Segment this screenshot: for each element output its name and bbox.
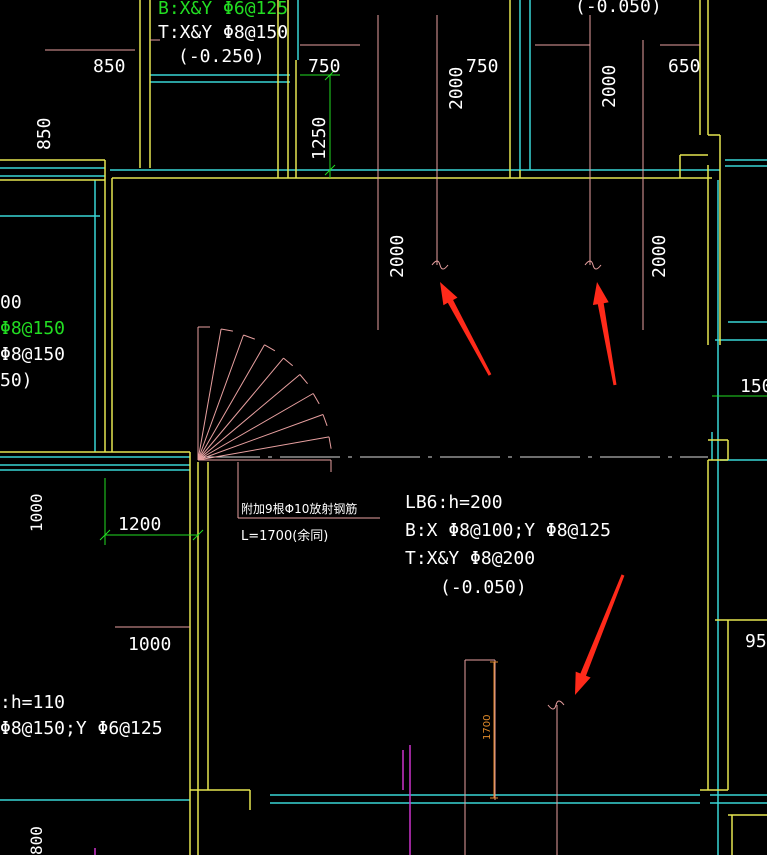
radial-bar: [197, 393, 314, 461]
dim-95: 95: [745, 631, 767, 652]
radial-rebar-fan: [197, 326, 332, 472]
radial-bar-hook: [299, 374, 308, 385]
dim-2000-d: 2000: [649, 235, 670, 278]
radial-bar: [197, 344, 265, 461]
dim-2000-a: 2000: [446, 67, 467, 110]
bottom-left-slab-line2: Φ8@150;Y Φ6@125: [0, 718, 163, 739]
radial-bar: [197, 436, 330, 461]
red-arrow: [592, 282, 617, 386]
radial-bar-hook: [322, 414, 328, 426]
dim-150: 150: [740, 376, 767, 397]
rebar-lines: [45, 15, 700, 855]
radial-bar-hook: [264, 344, 276, 352]
top-left-slab-line3: (-0.250): [178, 46, 265, 67]
dim-750-a: 750: [308, 56, 341, 77]
radial-bar-hook: [283, 357, 294, 367]
radial-bar: [197, 374, 301, 461]
radial-bar: [197, 334, 244, 461]
dim-750-b: 750: [466, 56, 499, 77]
dim-1000-vert: 1000: [27, 493, 46, 532]
dim-1250: 1250: [309, 117, 330, 160]
radial-note-line2: L=1700(余同): [241, 528, 328, 544]
dim-850-top: 850: [93, 56, 126, 77]
left-slab-line3: Φ8@150: [0, 344, 65, 365]
red-arrow: [575, 574, 625, 695]
left-slab-line2: Φ8@150: [0, 318, 65, 339]
main-slab-line1: LB6:h=200: [405, 492, 503, 513]
radial-bar-hook: [221, 328, 233, 332]
radial-bar-hook: [312, 393, 320, 405]
dim-1200: 1200: [118, 514, 161, 535]
radial-bar: [197, 357, 284, 461]
top-left-slab-line2: T:X&Y Φ8@150: [158, 22, 288, 43]
radial-note-line1: 附加9根Φ10放射钢筋: [241, 501, 357, 516]
radial-bar-hook: [243, 334, 255, 340]
red-arrow: [440, 282, 492, 376]
red-arrows: [440, 282, 625, 695]
dim-850-vert: 850: [34, 117, 55, 150]
left-slab-line1: 00: [0, 292, 22, 313]
radial-bar: [197, 328, 222, 461]
dim-1000-horiz: 1000: [128, 634, 171, 655]
top-right-elevation: (-0.050): [575, 0, 662, 17]
left-slab-line4: 50): [0, 370, 33, 391]
main-slab-line4: (-0.050): [440, 577, 527, 598]
magenta-lines: [94, 745, 411, 855]
bottom-left-slab-line1: :h=110: [0, 692, 65, 713]
main-slab-line3: T:X&Y Φ8@200: [405, 548, 535, 569]
dim-2000-c: 2000: [387, 235, 408, 278]
radial-bar: [197, 414, 324, 461]
dimension-lines: [99, 69, 767, 545]
dim-2000-b: 2000: [599, 65, 620, 108]
orange-dimension: [490, 661, 498, 799]
main-slab-line2: B:X Φ8@100;Y Φ8@125: [405, 520, 611, 541]
top-left-slab-line1: B:X&Y Φ6@125: [158, 0, 288, 19]
dim-650: 650: [668, 56, 701, 77]
dim-1700: 1700: [482, 715, 493, 740]
radial-bar-hook: [328, 436, 332, 449]
dim-800: 800: [27, 826, 46, 855]
